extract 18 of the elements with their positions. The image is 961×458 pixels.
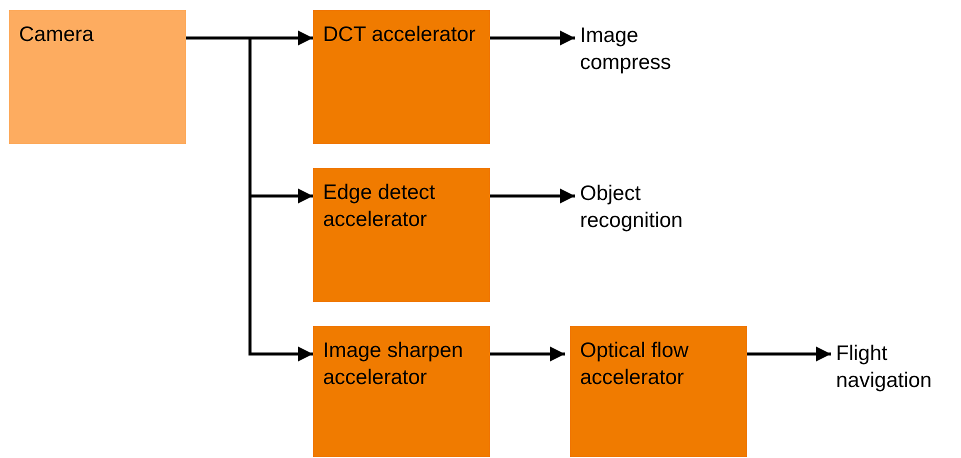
box-label: Camera <box>19 22 95 48</box>
input-box <box>9 10 186 144</box>
process-box <box>313 10 490 144</box>
process-box <box>313 168 490 302</box>
output-label: Image compress <box>580 23 672 76</box>
arrow <box>186 36 313 362</box>
box-label: Edge detect accelerator <box>323 180 436 234</box>
box-label: Image sharpen accelerator <box>323 338 464 392</box>
arrow <box>490 346 565 362</box>
arrow <box>490 188 575 204</box>
arrow <box>490 30 575 46</box>
arrow <box>747 346 831 362</box>
output-label: Flight navigation <box>836 341 933 394</box>
process-box <box>313 326 490 457</box>
output-label: Object recognition <box>580 181 684 234</box>
box-label: DCT accelerator <box>323 22 476 48</box>
process-box <box>570 326 747 457</box>
box-label: Optical flow accelerator <box>580 338 690 392</box>
